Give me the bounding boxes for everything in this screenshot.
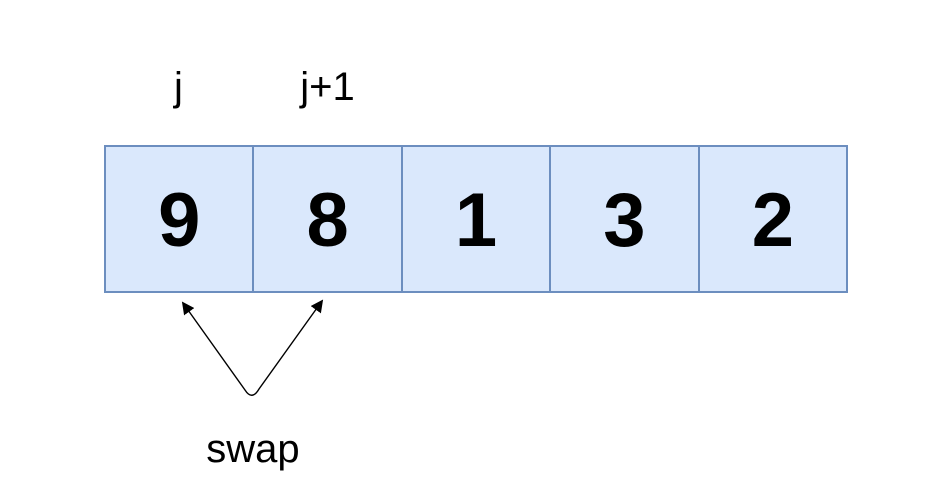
index-label-j-plus-1: j+1 <box>300 65 355 109</box>
array-cell: 8 <box>254 147 403 291</box>
swap-label: swap <box>206 427 300 471</box>
array-cell: 1 <box>403 147 552 291</box>
cell-value: 3 <box>603 178 646 263</box>
array-cell: 2 <box>700 147 846 291</box>
cell-value: 8 <box>306 178 349 263</box>
array-cell: 3 <box>551 147 700 291</box>
cell-value: 9 <box>158 178 201 263</box>
cell-value: 1 <box>454 178 498 263</box>
index-label-j: j <box>174 65 183 109</box>
array-cell: 9 <box>106 147 255 291</box>
cell-value: 2 <box>751 178 794 263</box>
array-container: 9 8 1 3 2 <box>104 145 848 293</box>
